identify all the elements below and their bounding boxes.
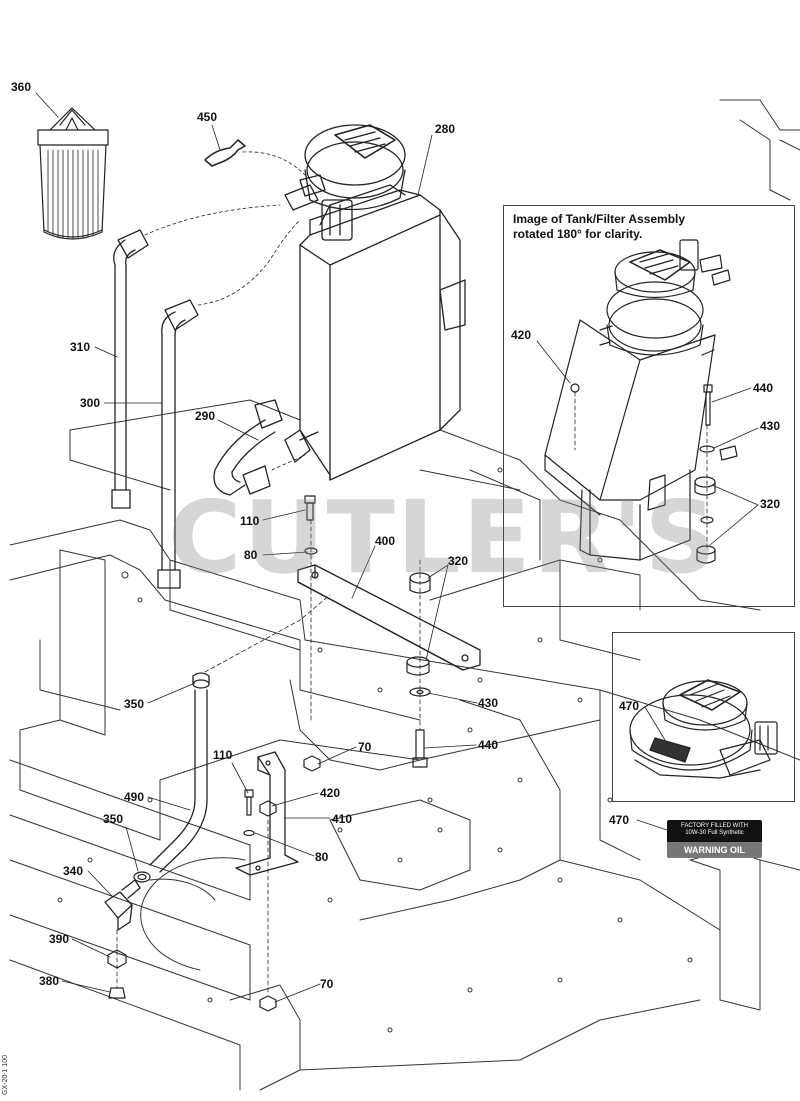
- callout-420-main: 420: [320, 786, 341, 800]
- bracket-410: [235, 751, 299, 876]
- clip-guide-450: [242, 151, 306, 176]
- leader-lines: [35, 92, 478, 1003]
- callout-110-top: 110: [240, 514, 260, 528]
- callout-320-inset: 320: [760, 497, 781, 511]
- bolt-110-lower: [243, 789, 277, 837]
- callout-110-lower: 110: [213, 748, 233, 762]
- callout-350-lower: 350: [103, 812, 124, 826]
- decal-leader: [636, 819, 668, 831]
- filter-element-360: [37, 107, 109, 240]
- decal-top-line1: FACTORY FILLED WITH: [680, 823, 748, 829]
- inset-leader-lines: [536, 340, 759, 546]
- callout-410: 410: [332, 812, 353, 826]
- callout-440-inset: 440: [753, 381, 774, 395]
- callout-300: 300: [80, 396, 101, 410]
- callout-80-top: 80: [244, 548, 258, 562]
- clip-450: [204, 139, 246, 167]
- fitting-340: [104, 879, 141, 931]
- inset-caption-line1: Image of Tank/Filter Assembly: [513, 212, 686, 226]
- callout-440-main: 440: [478, 738, 499, 752]
- callout-290: 290: [195, 409, 216, 423]
- decal-bottom: WARNING OIL: [667, 842, 762, 858]
- callout-490: 490: [124, 790, 145, 804]
- hose-300: [157, 299, 199, 589]
- watermark: CUTLER'S: [168, 479, 719, 596]
- callout-310: 310: [70, 340, 91, 354]
- inset-cap-drawing: [629, 679, 778, 779]
- hose-310-guide: [144, 204, 281, 236]
- callout-450: 450: [197, 110, 218, 124]
- callout-360: 360: [11, 80, 32, 94]
- tank-280: [284, 124, 466, 481]
- callout-80-lower: 80: [315, 850, 329, 864]
- hose-290-guide: [271, 454, 306, 471]
- oil-decal-470: FACTORY FILLED WITH 10W-30 Full Syntheti…: [667, 820, 762, 858]
- nut-70-upper: [303, 755, 321, 772]
- hose-310: [111, 229, 149, 509]
- nut-390: [107, 949, 127, 969]
- isolator-stack-main: [406, 572, 431, 768]
- inset-caption-line2: rotated 180° for clarity.: [513, 227, 643, 241]
- inset-caption: Image of Tank/Filter Assembly rotated 18…: [513, 212, 685, 242]
- callout-430-main: 430: [478, 696, 499, 710]
- callout-380: 380: [39, 974, 60, 988]
- callout-400: 400: [375, 534, 396, 548]
- callout-390: 390: [49, 932, 70, 946]
- callout-420-inset: 420: [511, 328, 532, 342]
- inset-cap-view: [612, 632, 795, 802]
- drawing-code: GX-20-1 100: [2, 1054, 9, 1095]
- inset-rotated-view: Image of Tank/Filter Assembly rotated 18…: [503, 205, 795, 607]
- drain-hose-guide: [204, 594, 331, 673]
- callout-470-inset: 470: [619, 699, 640, 713]
- bracket-400: [297, 564, 481, 671]
- callout-430-inset: 430: [760, 419, 781, 433]
- callout-280: 280: [435, 122, 456, 136]
- hose-290: [213, 399, 283, 496]
- callout-470-decal: 470: [609, 813, 630, 827]
- decal-top: FACTORY FILLED WITH 10W-30 Full Syntheti…: [667, 820, 762, 842]
- callout-320-main: 320: [448, 554, 469, 568]
- nut-70-lower: [259, 995, 277, 1012]
- inset2-leader-lines: [644, 706, 669, 746]
- hose-300-guide: [197, 219, 301, 306]
- plug-380: [108, 987, 126, 999]
- callout-70-lower: 70: [320, 977, 334, 991]
- callout-350-upper: 350: [124, 697, 145, 711]
- decal-top-line2: 10W-30 Full Synthetic: [685, 830, 744, 836]
- callout-340: 340: [63, 864, 84, 878]
- clamp-350-lower: [133, 871, 151, 883]
- drain-hose-490: [149, 672, 210, 873]
- callout-70-upper: 70: [358, 740, 372, 754]
